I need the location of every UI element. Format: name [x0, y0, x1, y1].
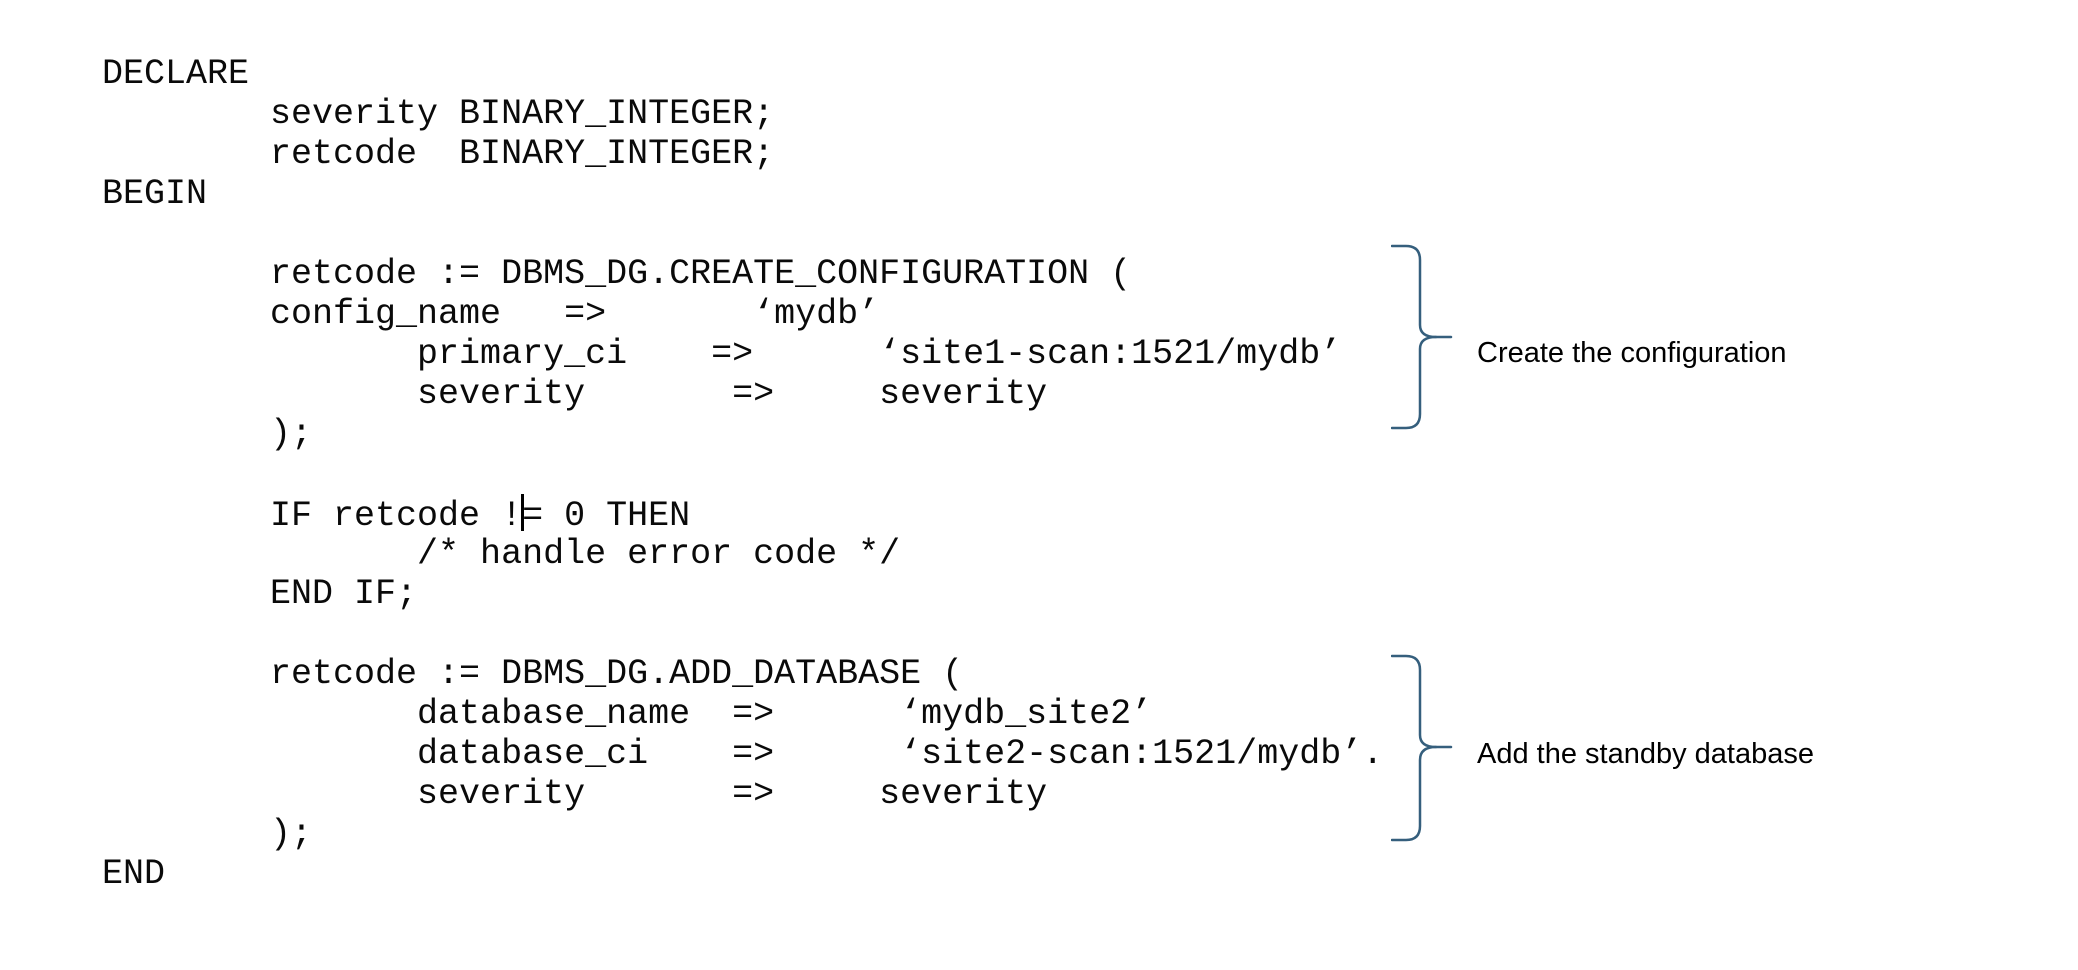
code-line: END IF;	[102, 574, 418, 614]
annotation-add-standby-database: Add the standby database	[1477, 738, 1814, 770]
code-line	[102, 614, 1383, 654]
code-line: BEGIN	[102, 174, 208, 214]
code-line: retcode := DBMS_DG.CREATE_CONFIGURATION …	[102, 254, 1132, 294]
code-line: database_name => ‘mydb_site2’	[102, 694, 1153, 734]
code-line: END	[102, 854, 166, 894]
code-line: retcode := DBMS_DG.ADD_DATABASE (	[102, 654, 964, 694]
code-line: severity => severity	[102, 774, 1048, 814]
annotation-create-configuration: Create the configuration	[1477, 337, 1787, 369]
code-line: database_ci => ‘site2-scan:1521/mydb’.	[102, 734, 1384, 774]
code-line: );	[102, 414, 313, 454]
code-line: severity => severity	[102, 374, 1048, 414]
code-line: primary_ci => ‘site1-scan:1521/mydb’	[102, 334, 1342, 374]
code-line: retcode BINARY_INTEGER;	[102, 134, 775, 174]
curly-brace-icon	[1391, 244, 1453, 430]
curly-brace-icon	[1391, 654, 1453, 842]
code-line: config_name => ‘mydb’	[102, 294, 880, 334]
code-block[interactable]: DECLARE severity BINARY_INTEGER; retcode…	[102, 54, 1383, 894]
code-line: severity BINARY_INTEGER;	[102, 94, 775, 134]
code-line: );	[102, 814, 313, 854]
code-line: IF retcode != 0 THEN	[102, 494, 691, 536]
code-line: /* handle error code */	[102, 534, 901, 574]
text-cursor	[521, 494, 524, 531]
code-line	[102, 454, 1383, 494]
code-line: DECLARE	[102, 54, 250, 94]
code-line	[102, 214, 1383, 254]
